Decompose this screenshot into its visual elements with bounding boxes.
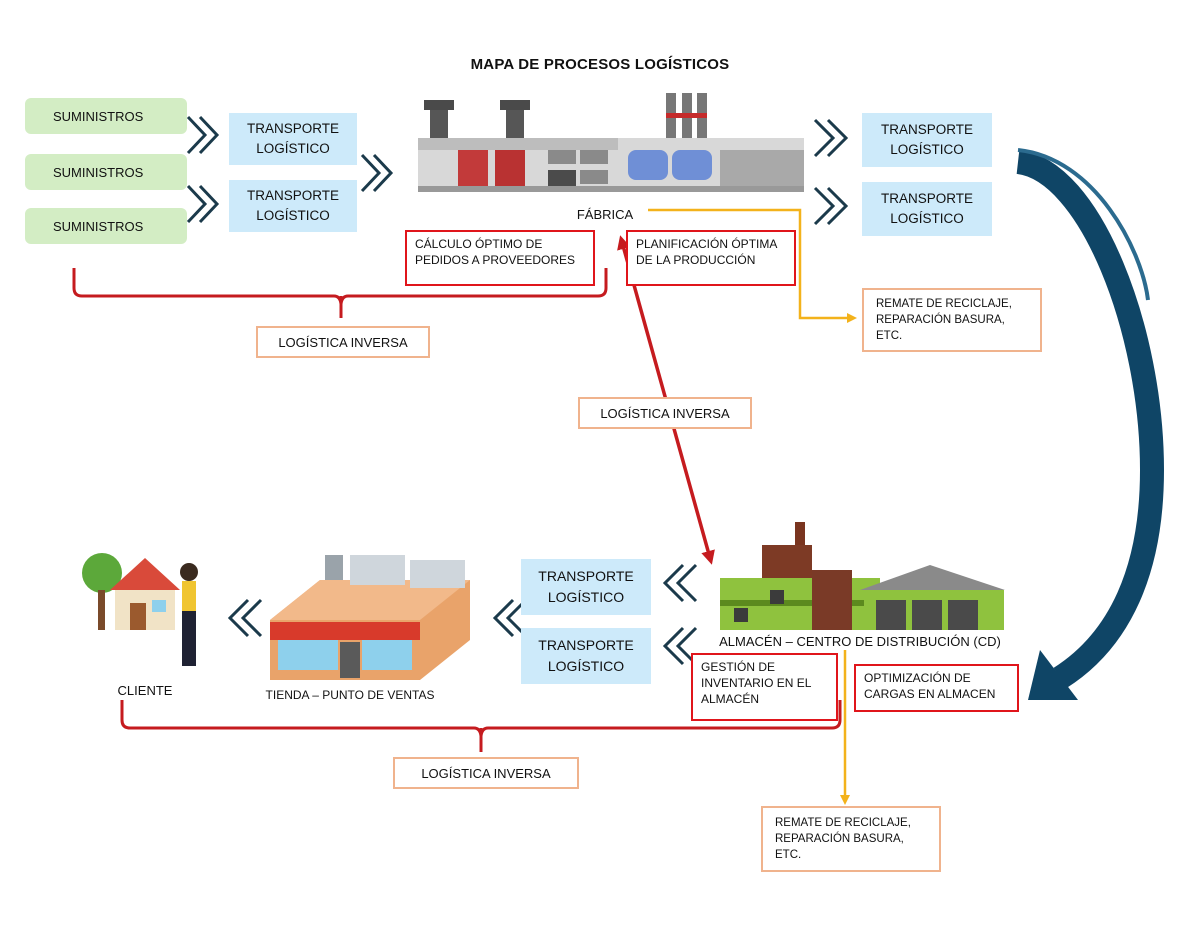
transport-line1: TRANSPORTE <box>538 568 634 584</box>
chevron-left-icon <box>662 563 698 603</box>
recycle-connector-top <box>648 208 857 323</box>
store-illustration <box>270 555 470 680</box>
recycle-line2: REPARACIÓN BASURA, <box>876 313 1005 326</box>
transport-box-4: TRANSPORTE LOGÍSTICO <box>862 182 992 236</box>
transport-line1: TRANSPORTE <box>880 190 973 206</box>
factory-illustration <box>418 93 804 192</box>
transport-line2: LOGÍSTICO <box>547 658 625 674</box>
transport-box-6: TRANSPORTE LOGÍSTICO <box>521 628 651 684</box>
curved-flow-arrow-icon <box>1015 148 1165 700</box>
chevron-left-icon <box>492 598 528 638</box>
recycle-line3: ETC. <box>876 330 903 343</box>
page-title: MAPA DE PROCESOS LOGÍSTICOS <box>470 56 730 73</box>
chevron-right-icon <box>186 184 220 224</box>
chevron-right-icon <box>360 153 394 193</box>
recycle-box-bottom: REMATE DE RECICLAJE, REPARACIÓN BASURA, … <box>761 806 941 872</box>
store-label: TIENDA – PUNTO DE VENTAS <box>265 688 435 702</box>
supplies-box-3: SUMINISTROS <box>25 208 187 244</box>
transport-box-1: TRANSPORTE LOGÍSTICO <box>229 113 357 165</box>
calc-orders-line2: PEDIDOS A PROVEEDORES <box>415 253 576 268</box>
transport-line2: LOGÍSTICO <box>890 211 964 226</box>
chevron-left-icon <box>227 598 263 638</box>
transport-box-2: TRANSPORTE LOGÍSTICO <box>229 180 357 232</box>
inventory-management-box: GESTIÓN DE INVENTARIO EN EL ALMACÉN <box>691 653 838 721</box>
inventory-line1: GESTIÓN DE <box>701 660 776 674</box>
transport-box-5: TRANSPORTE LOGÍSTICO <box>521 559 651 615</box>
recycle-line3: ETC. <box>775 849 802 862</box>
reverse-logistics-label-middle: LOGÍSTICA INVERSA <box>578 397 752 429</box>
transport-line1: TRANSPORTE <box>246 187 339 203</box>
transport-line2: LOGÍSTICO <box>547 589 625 605</box>
supplies-box-2: SUMINISTROS <box>25 154 187 190</box>
client-label: CLIENTE <box>117 683 173 698</box>
client-illustration <box>82 553 198 666</box>
supplies-box-1: SUMINISTROS <box>25 98 187 134</box>
transport-line1: TRANSPORTE <box>538 637 634 653</box>
transport-line1: TRANSPORTE <box>246 120 339 136</box>
reverse-logistics-label-bottom: LOGÍSTICA INVERSA <box>393 757 579 789</box>
transport-box-3: TRANSPORTE LOGÍSTICO <box>862 113 992 167</box>
optimization-line2: CARGAS EN ALMACEN <box>864 687 996 702</box>
recycle-line1: REMATE DE RECICLAJE, <box>775 816 911 829</box>
calc-orders-line1: CÁLCULO ÓPTIMO DE <box>415 237 543 251</box>
transport-line2: LOGÍSTICO <box>256 141 330 156</box>
recycle-line2: REPARACIÓN BASURA, <box>775 832 904 845</box>
inventory-line3: ALMACÉN <box>701 692 760 707</box>
calc-orders-box: CÁLCULO ÓPTIMO DE PEDIDOS A PROVEEDORES <box>405 230 595 286</box>
transport-line2: LOGÍSTICO <box>256 208 330 223</box>
transport-line1: TRANSPORTE <box>880 121 973 137</box>
inventory-line2: INVENTARIO EN EL <box>701 676 812 691</box>
transport-line2: LOGÍSTICO <box>890 142 964 157</box>
production-planning-line2: DE LA PRODUCCIÓN <box>636 253 756 268</box>
warehouse-label: ALMACÉN – CENTRO DE DISTRIBUCIÓN (CD) <box>719 634 1001 649</box>
chevron-right-icon <box>186 115 220 155</box>
factory-label: FÁBRICA <box>576 207 634 222</box>
load-optimization-box: OPTIMIZACIÓN DE CARGAS EN ALMACEN <box>854 664 1019 712</box>
recycle-line1: REMATE DE RECICLAJE, <box>876 297 1012 310</box>
chevron-right-icon <box>813 118 849 158</box>
recycle-box-top: REMATE DE RECICLAJE, REPARACIÓN BASURA, … <box>862 288 1042 352</box>
production-planning-line1: PLANIFICACIÓN ÓPTIMA <box>636 237 778 251</box>
production-planning-box: PLANIFICACIÓN ÓPTIMA DE LA PRODUCCIÓN <box>626 230 796 286</box>
reverse-logistics-label-top: LOGÍSTICA INVERSA <box>256 326 430 358</box>
chevron-left-icon <box>662 626 698 666</box>
optimization-line1: OPTIMIZACIÓN DE <box>864 671 971 685</box>
chevron-right-icon <box>813 186 849 226</box>
warehouse-illustration <box>720 522 1005 630</box>
